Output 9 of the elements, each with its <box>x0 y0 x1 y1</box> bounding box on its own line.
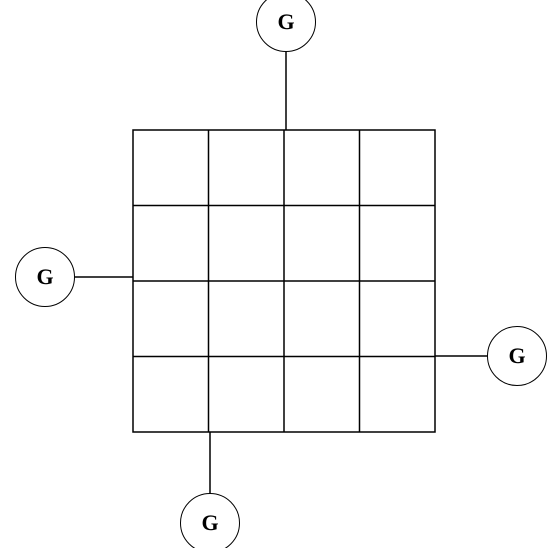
connector-line <box>75 276 133 278</box>
grid-drawing <box>132 129 436 433</box>
connector-line <box>209 432 211 493</box>
connector-line <box>435 355 487 357</box>
circle-node: G <box>15 247 75 307</box>
circle-node: G <box>180 493 240 548</box>
circle-node: G <box>256 0 316 52</box>
connector-line <box>285 52 287 130</box>
circle-node: G <box>487 326 547 386</box>
